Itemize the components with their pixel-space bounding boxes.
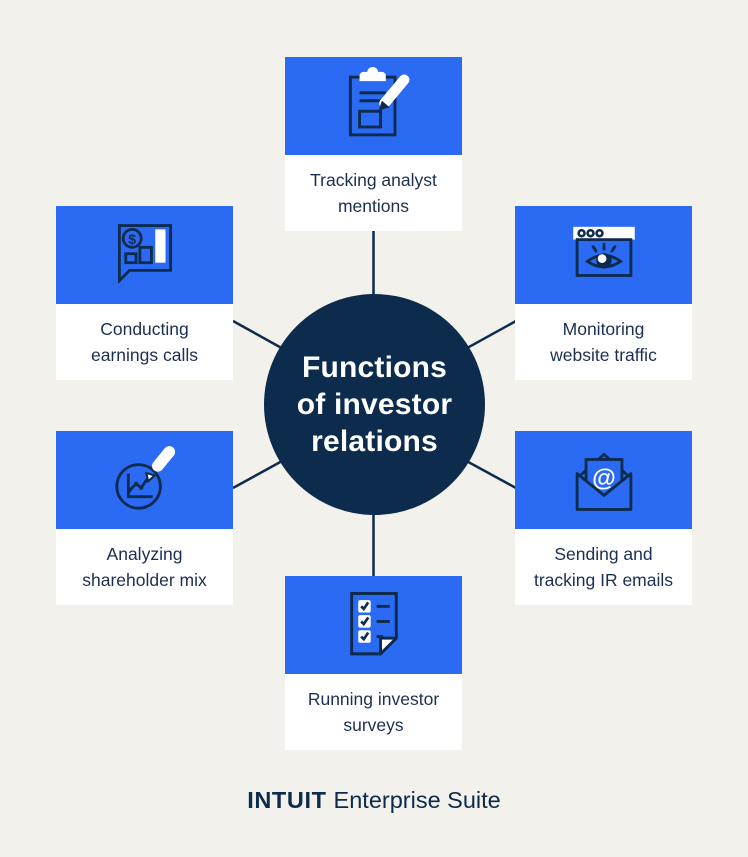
clipboard-pencil-icon — [348, 67, 409, 137]
card-label: Tracking analyst mentions — [285, 155, 462, 231]
card-analyzing-shareholder-mix: Analyzing shareholder mix — [56, 431, 233, 605]
card-label-line: shareholder mix — [82, 570, 207, 590]
card-running-investor-surveys: Running investor surveys — [285, 576, 462, 750]
card-icon-panel — [515, 206, 692, 304]
svg-text:$: $ — [128, 231, 136, 247]
card-label-line: Tracking analyst — [310, 170, 437, 190]
card-label-line: Conducting — [100, 319, 189, 339]
svg-text:@: @ — [592, 465, 616, 492]
card-tracking-analyst-mentions: Tracking analyst mentions — [285, 57, 462, 231]
earnings-chart-speech-bubble-icon: $ — [117, 224, 172, 285]
card-label-line: earnings calls — [91, 345, 198, 365]
card-label-line: Sending and — [554, 544, 653, 564]
card-label-line: Analyzing — [106, 544, 183, 564]
card-icon-panel — [56, 431, 233, 529]
card-sending-tracking-ir-emails: @ Sending and tracking IR emails — [515, 431, 692, 605]
magnifier-line-chart-icon — [114, 446, 175, 510]
card-label-line: Monitoring — [562, 319, 645, 339]
survey-checklist-icon — [349, 592, 398, 656]
card-monitoring-website-traffic: Monitoring website traffic — [515, 206, 692, 380]
card-label-line: surveys — [343, 715, 404, 735]
card-icon-panel: $ — [56, 206, 233, 304]
open-envelope-at-icon: @ — [575, 452, 632, 511]
card-label: Running investor surveys — [285, 674, 462, 750]
hub-title-line: relations — [311, 425, 438, 458]
card-conducting-earnings-calls: $ Conducting earnings calls — [56, 206, 233, 380]
card-icon-panel — [285, 57, 462, 155]
card-label-line: tracking IR emails — [533, 570, 674, 590]
hub-title-line: Functions — [301, 351, 448, 384]
center-circle: Functions of investor relations — [264, 294, 485, 515]
hub-title-line: of investor — [296, 388, 453, 421]
intuit-logo: INTUIT — [247, 787, 327, 813]
card-icon-panel: @ — [515, 431, 692, 529]
card-label-line: Running investor — [307, 689, 440, 709]
card-label: Analyzing shareholder mix — [56, 529, 233, 605]
card-label: Conducting earnings calls — [56, 304, 233, 380]
card-label: Sending and tracking IR emails — [515, 529, 692, 605]
product-name: Enterprise Suite — [333, 787, 501, 813]
card-label-line: website traffic — [550, 345, 657, 365]
card-label-line: mentions — [337, 196, 409, 216]
card-label: Monitoring website traffic — [515, 304, 692, 380]
browser-eye-icon — [572, 226, 635, 277]
card-icon-panel — [285, 576, 462, 674]
